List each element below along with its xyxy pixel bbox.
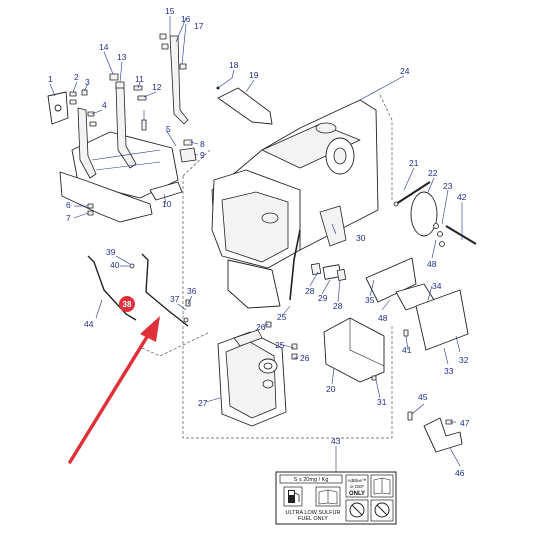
fuel-pump-icon (283, 486, 303, 507)
callout-9: 9 (200, 150, 205, 160)
callout-43: 43 (331, 436, 341, 446)
callout-5: 5 (166, 124, 171, 134)
callout-6: 6 (66, 200, 71, 210)
callout-4: 4 (102, 100, 107, 110)
callout-40: 40 (110, 260, 120, 270)
callout-30: 30 (356, 233, 366, 243)
callout-29: 29 (318, 293, 328, 303)
callout-labels: 1 2 3 4 5 6 7 8 9 10 11 12 13 14 15 16 1… (48, 6, 470, 478)
callout-26b: 26 (300, 353, 310, 363)
callout-47: 47 (460, 418, 470, 428)
decal-def-text-1: AdBlue™ (347, 478, 366, 483)
highlight-circle (119, 296, 135, 312)
callout-20: 20 (326, 384, 336, 394)
callout-23: 23 (443, 181, 453, 191)
callout-36: 36 (187, 286, 197, 296)
callout-38: 38 (123, 300, 132, 309)
callout-10: 10 (162, 199, 172, 209)
callout-12: 12 (152, 82, 162, 92)
callout-16: 16 (181, 14, 191, 24)
callout-1: 1 (48, 74, 53, 84)
decal-def-text-2: or DEF (350, 484, 365, 489)
callout-48a: 48 (378, 313, 388, 323)
callout-26a: 26 (256, 322, 266, 332)
callout-45: 45 (418, 392, 428, 402)
filler-hose (310, 262, 347, 281)
callout-25a: 25 (277, 312, 287, 322)
decal-bottom-text-2: FUEL ONLY (298, 516, 328, 522)
right-brackets (365, 257, 469, 351)
decal-top-text: S ≤ 20mg / Kg (294, 477, 329, 483)
fuel-tank (211, 99, 379, 309)
callout-31: 31 (377, 397, 387, 407)
callout-11: 11 (135, 74, 144, 84)
highlight-marker: 38 (119, 296, 135, 312)
callout-32: 32 (459, 355, 469, 365)
callout-28a: 28 (305, 286, 315, 296)
callout-27: 27 (198, 398, 208, 408)
assembly-boundary (182, 176, 393, 439)
small-clips (185, 299, 409, 381)
callout-41: 41 (402, 345, 412, 355)
callout-13: 13 (117, 52, 127, 62)
manual-book-icon (315, 486, 341, 507)
callout-35: 35 (365, 295, 375, 305)
callout-7: 7 (66, 213, 71, 223)
callout-22: 22 (428, 168, 438, 178)
bracket-boundary (141, 332, 209, 357)
disc-and-bolts (393, 181, 477, 247)
callout-39: 39 (106, 247, 116, 257)
rod-bracket (87, 253, 189, 327)
callout-34: 34 (432, 281, 442, 291)
decal-def-text-3: ONLY (349, 491, 365, 497)
callout-15: 15 (165, 6, 175, 16)
callout-2: 2 (74, 72, 79, 82)
heat-shield-plate (217, 87, 273, 125)
callout-42: 42 (457, 192, 467, 202)
callout-3: 3 (85, 77, 90, 87)
decal-bottom-text-1: ULTRA LOW SULFUR (286, 510, 341, 516)
callout-18: 18 (229, 60, 239, 70)
assembly-boundary-top (182, 94, 393, 200)
callout-21: 21 (409, 158, 419, 168)
hanger-bracket (159, 33, 189, 125)
callout-19: 19 (249, 70, 259, 80)
def-tank (217, 329, 287, 427)
callout-33: 33 (444, 366, 454, 376)
callout-48b: 48 (427, 259, 437, 269)
plate-hole (54, 104, 62, 112)
lower-bracket (407, 411, 463, 453)
callout-14: 14 (99, 42, 109, 52)
callout-24: 24 (400, 66, 410, 76)
manual-book-icon-2 (370, 474, 394, 498)
callout-46: 46 (455, 468, 465, 478)
fasteners-left (69, 73, 197, 216)
callout-8: 8 (200, 139, 205, 149)
def-tank-cover (323, 317, 385, 383)
callout-17: 17 (194, 21, 204, 31)
decal-43: S ≤ 20mg / Kg AdBlue™ or DEF ONLY ULTRA … (275, 471, 397, 525)
leader-lines (49, 16, 463, 474)
callout-44: 44 (84, 319, 94, 329)
callout-28b: 28 (333, 301, 343, 311)
callout-25b: 25 (275, 340, 285, 350)
no-fuel-icon (345, 499, 369, 522)
red-pointer-arrow (68, 316, 160, 464)
no-tool-icon (370, 499, 394, 522)
callout-37: 37 (170, 294, 180, 304)
